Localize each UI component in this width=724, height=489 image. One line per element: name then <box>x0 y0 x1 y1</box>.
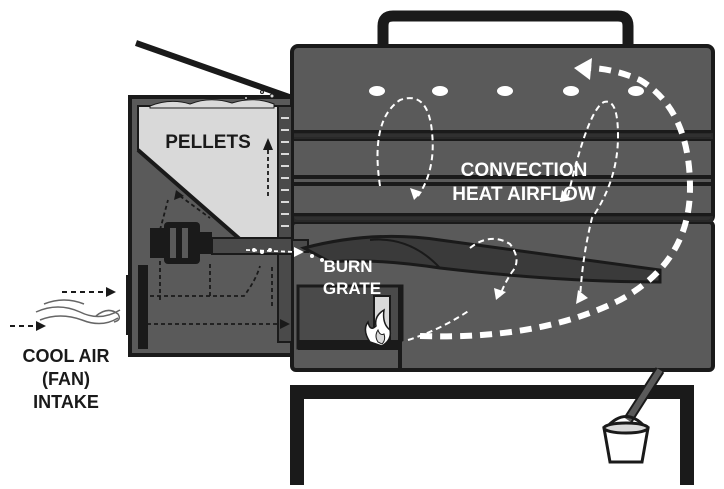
controller-panel <box>138 265 148 349</box>
fan-intake-slot <box>126 275 132 335</box>
auger-tube <box>211 237 293 255</box>
internal-airflow-arrowheads <box>174 138 290 329</box>
pellet-feed-arrowhead <box>294 247 304 257</box>
hopper-lid <box>135 40 293 101</box>
convection-arrowheads <box>410 58 592 304</box>
internal-airflow-arrows <box>140 146 280 325</box>
grill-legs <box>290 385 694 485</box>
pellet-feed-arrow <box>245 249 297 253</box>
cool-air-swirls <box>35 299 121 325</box>
convection-label-line1: CONVECTION <box>461 160 588 181</box>
convection-airflow-paths <box>376 65 694 341</box>
burn-grate-label-line2: GRATE <box>323 279 381 298</box>
burn-pot-base <box>298 340 402 350</box>
lid-handle <box>377 10 634 48</box>
flame-icon <box>364 308 392 347</box>
cool-air-label-line2: (FAN) <box>42 369 90 389</box>
cool-air-arrows <box>10 291 106 327</box>
lid-vent-holes <box>369 86 644 96</box>
grate-ridge-pattern <box>292 133 713 222</box>
cool-air-arrowheads <box>36 287 116 331</box>
cool-air-label-line1: COOL AIR <box>22 346 109 366</box>
grease-drain <box>623 367 665 423</box>
pellets-label: PELLETS <box>165 132 251 153</box>
grease-bucket <box>602 415 650 464</box>
partition-ridges <box>281 117 289 227</box>
burn-grate-label-line1: BURN <box>323 257 372 276</box>
auger-motor <box>150 222 212 264</box>
drip-tray <box>299 234 662 284</box>
cool-air-label-line3: INTAKE <box>33 392 99 412</box>
drip-tray-curl <box>369 238 441 269</box>
pellet-spill <box>149 90 275 109</box>
convection-label-line2: HEAT AIRFLOW <box>452 184 596 205</box>
